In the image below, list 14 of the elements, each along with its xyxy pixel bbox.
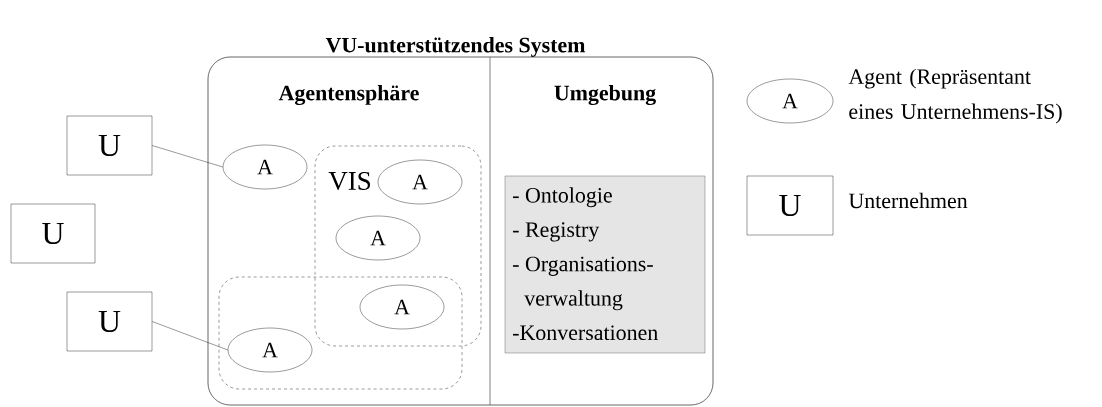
panel-heading: Umgebung — [554, 85, 656, 106]
legend-text: Agent (Repräsentant eines Unternehmens-IS) — [848, 68, 1062, 124]
company-box: U — [746, 175, 834, 236]
heading: VU-unterstützendes System — [325, 37, 586, 57]
panel-heading: Agentensphäre — [278, 85, 419, 106]
legend-text: Unternehmen — [848, 192, 968, 209]
component-list-box: - Ontologie - Registry - Organisations- verwaltung -Konversationen — [504, 175, 706, 354]
company-box: U — [66, 291, 153, 352]
connector-line — [152, 145, 223, 168]
company-box: U — [66, 115, 153, 176]
company-box: U — [10, 203, 96, 264]
connector-line — [152, 321, 228, 351]
dashed-region — [218, 276, 463, 390]
region-label: VIS — [328, 171, 370, 191]
